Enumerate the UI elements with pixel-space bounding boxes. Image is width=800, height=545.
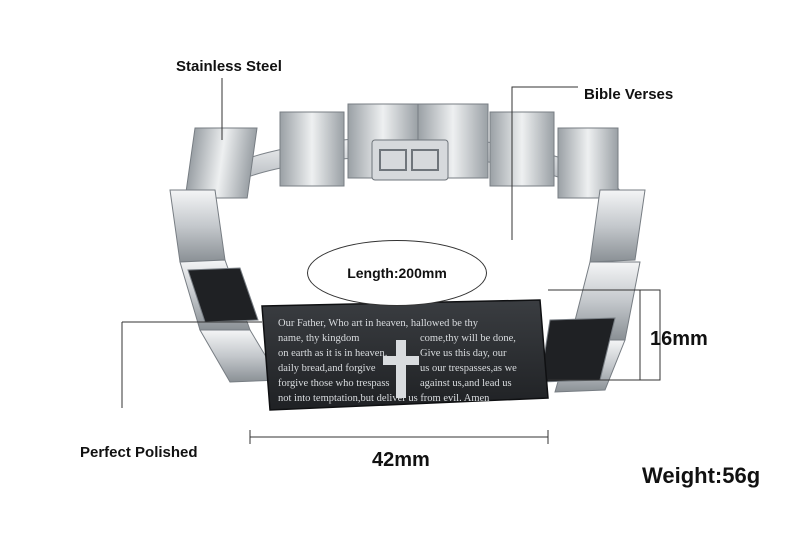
leader-lines [121, 78, 661, 444]
label-weight: Weight:56g [642, 463, 761, 488]
plate-line-2b: come,thy will be done, [420, 333, 516, 344]
label-bible-verses: Bible Verses [584, 86, 674, 103]
plate-line-5a: forgive those who trespass [278, 378, 390, 389]
label-16mm: 16mm [650, 328, 708, 350]
plate-engraving: Our Father, Who art in heaven, hallowed … [278, 318, 517, 404]
plate-line-3a: on earth as it is in heaven. [278, 348, 387, 359]
plate-line-6: not into temptation,but deliver us from … [278, 393, 490, 404]
plate-line-1: Our Father, Who art in heaven, hallowed … [278, 318, 479, 329]
cross-icon [383, 340, 419, 398]
label-perfect-polished: Perfect Polished [80, 444, 198, 461]
label-42mm: 42mm [372, 449, 430, 471]
engraved-plate [261, 299, 549, 411]
plate-line-4b: us our trespasses,as we [420, 363, 517, 374]
left-links [169, 189, 281, 383]
plate-line-3b: Give us this day, our [420, 348, 507, 359]
label-length: Length:200mm [307, 240, 487, 306]
plate-line-5b: against us,and lead us [420, 378, 512, 389]
right-links [539, 189, 646, 393]
label-stainless-steel: Stainless Steel [176, 58, 282, 75]
plate-line-4a: daily bread,and forgive [278, 363, 376, 374]
plate-line-2a: name, thy kingdom [278, 333, 359, 344]
clasp [371, 139, 449, 181]
